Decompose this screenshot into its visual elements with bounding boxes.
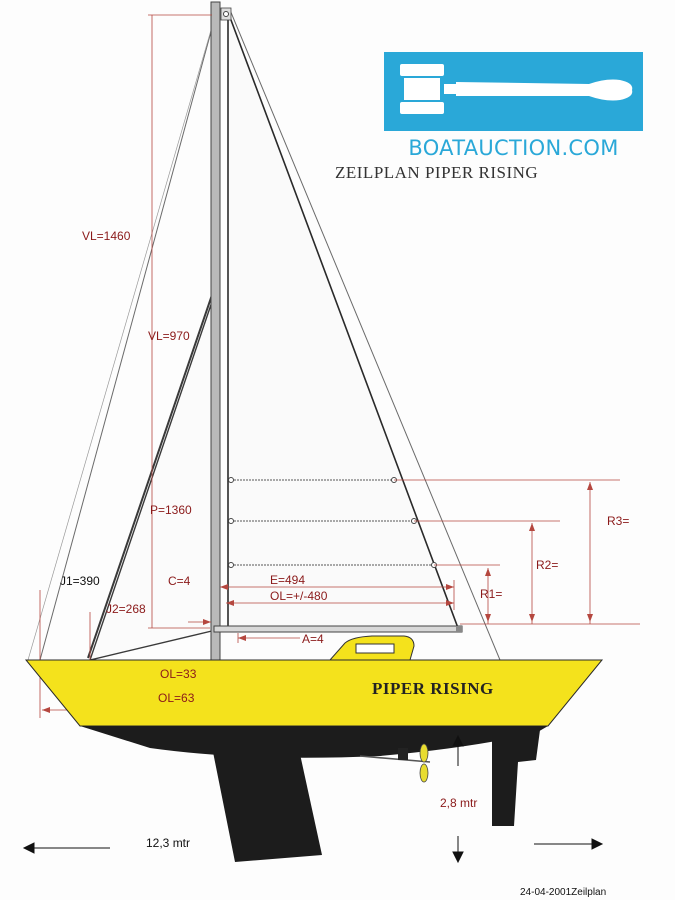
dim-length: 12,3 mtr bbox=[146, 836, 190, 850]
propeller-blade bbox=[419, 743, 429, 763]
dim-e: E=494 bbox=[270, 573, 305, 587]
dim-ol-boom: OL=+/-480 bbox=[270, 589, 328, 603]
drawing-footer: 24-04-2001Zeilplan bbox=[520, 887, 606, 898]
dim-j1: J1=390 bbox=[60, 574, 100, 588]
gavel-icon bbox=[400, 64, 633, 114]
jib-luff bbox=[87, 291, 214, 659]
forestay-outer-line bbox=[27, 5, 219, 661]
keel bbox=[213, 752, 322, 862]
reef-point bbox=[228, 518, 234, 524]
logo-box bbox=[384, 52, 643, 131]
rudder bbox=[492, 730, 540, 826]
reef-point bbox=[228, 562, 234, 568]
coachroof-window bbox=[355, 643, 395, 654]
masthead-sheave bbox=[223, 11, 229, 17]
dim-c: C=4 bbox=[168, 574, 191, 588]
prop-shaft bbox=[359, 755, 431, 763]
dim-ol-33: OL=33 bbox=[160, 667, 197, 681]
dim-draft: 2,8 mtr bbox=[440, 796, 477, 810]
boom-end bbox=[456, 626, 462, 632]
prop-strut bbox=[398, 748, 408, 760]
forestay-line bbox=[39, 5, 219, 661]
mast bbox=[210, 1, 221, 661]
dim-a: A=4 bbox=[302, 632, 324, 646]
hull-underbody bbox=[80, 726, 548, 758]
propeller-blade bbox=[419, 763, 429, 783]
dim-p: P=1360 bbox=[150, 503, 192, 517]
backstay-line bbox=[229, 9, 501, 661]
dim-vl-1460: VL=1460 bbox=[82, 229, 131, 243]
dim-vl-970: VL=970 bbox=[148, 329, 190, 343]
reef-point bbox=[228, 477, 234, 483]
overall-arrows bbox=[22, 734, 604, 864]
boom bbox=[213, 625, 463, 633]
hull-topsides bbox=[24, 659, 604, 727]
dim-r3: R3= bbox=[607, 514, 629, 528]
logo-wordmark: BOATAUCTION.COM bbox=[408, 136, 619, 160]
dim-r2: R2= bbox=[536, 558, 558, 572]
drawing-title: ZEILPLAN PIPER RISING bbox=[335, 163, 538, 182]
dim-ol-63: OL=63 bbox=[158, 691, 195, 705]
hull-boat-name: PIPER RISING bbox=[372, 679, 494, 698]
dim-r1: R1= bbox=[480, 587, 502, 601]
boatauction-logo: BOATAUCTION.COM bbox=[384, 52, 643, 170]
dim-j2: J2=268 bbox=[106, 602, 146, 616]
